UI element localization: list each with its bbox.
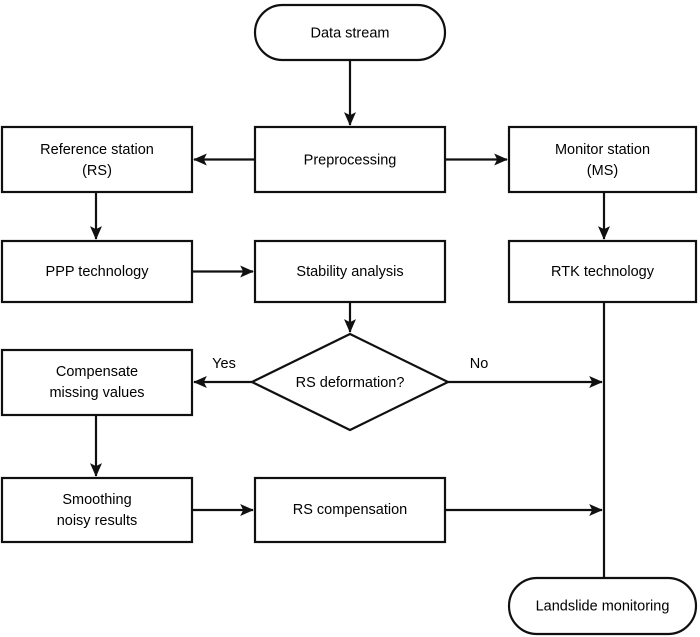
node-layer: Data stream Reference station (RS) Prepr… bbox=[0, 3, 698, 636]
node-smoothing-noisy-results[interactable]: Smoothing noisy results bbox=[0, 476, 194, 544]
node-stability-analysis[interactable]: Stability analysis bbox=[253, 239, 447, 304]
monitor-station-label-line1: Monitor station bbox=[555, 142, 650, 158]
node-rs-deformation[interactable]: RS deformation? bbox=[249, 332, 451, 432]
monitor-station-shape[interactable] bbox=[507, 125, 698, 194]
smoothing-label-line2: noisy results bbox=[57, 513, 138, 529]
monitor-station-label-line2: (MS) bbox=[587, 163, 618, 179]
compensate-label-line1: Compensate bbox=[56, 364, 138, 380]
ppp-technology-shape[interactable] bbox=[0, 239, 194, 304]
landslide-monitoring-shape[interactable] bbox=[507, 576, 698, 636]
node-rtk-technology[interactable]: RTK technology bbox=[507, 239, 698, 304]
rs-compensation-label: RS compensation bbox=[293, 502, 407, 518]
landslide-monitoring-label: Landslide monitoring bbox=[536, 598, 670, 614]
node-preprocessing[interactable]: Preprocessing bbox=[253, 125, 447, 194]
edge-label-layer: Yes No bbox=[212, 356, 488, 372]
smoothing-label-line1: Smoothing bbox=[62, 492, 131, 508]
ppp-technology-label: PPP technology bbox=[46, 264, 150, 280]
reference-station-shape[interactable] bbox=[0, 125, 194, 194]
compensate-label-line2: missing values bbox=[49, 385, 144, 401]
preprocessing-label: Preprocessing bbox=[304, 152, 397, 168]
rs-deformation-shape[interactable] bbox=[249, 332, 451, 432]
rs-compensation-shape[interactable] bbox=[253, 476, 447, 544]
edge-label-no: No bbox=[470, 356, 489, 372]
node-monitor-station[interactable]: Monitor station (MS) bbox=[507, 125, 698, 194]
node-compensate-missing-values[interactable]: Compensate missing values bbox=[0, 348, 194, 417]
data-stream-shape[interactable] bbox=[253, 3, 447, 62]
smoothing-noisy-results-shape[interactable] bbox=[0, 476, 194, 544]
reference-station-label-line2: (RS) bbox=[82, 163, 112, 179]
rtk-technology-shape[interactable] bbox=[507, 239, 698, 304]
stability-analysis-label: Stability analysis bbox=[296, 264, 403, 280]
node-landslide-monitoring[interactable]: Landslide monitoring bbox=[507, 576, 698, 636]
stability-analysis-shape[interactable] bbox=[253, 239, 447, 304]
rs-deformation-label: RS deformation? bbox=[296, 375, 405, 391]
connector-layer: Compensate missing values --> right trun… bbox=[89, 60, 611, 578]
node-reference-station[interactable]: Reference station (RS) bbox=[0, 125, 194, 194]
reference-station-label-line1: Reference station bbox=[40, 142, 154, 158]
preprocessing-shape[interactable] bbox=[253, 125, 447, 194]
edge-label-yes: Yes bbox=[212, 356, 236, 372]
compensate-missing-values-shape[interactable] bbox=[0, 348, 194, 417]
data-stream-label: Data stream bbox=[311, 25, 390, 41]
node-data-stream[interactable]: Data stream bbox=[253, 3, 447, 62]
node-rs-compensation[interactable]: RS compensation bbox=[253, 476, 447, 544]
node-ppp-technology[interactable]: PPP technology bbox=[0, 239, 194, 304]
rtk-technology-label: RTK technology bbox=[551, 264, 655, 280]
